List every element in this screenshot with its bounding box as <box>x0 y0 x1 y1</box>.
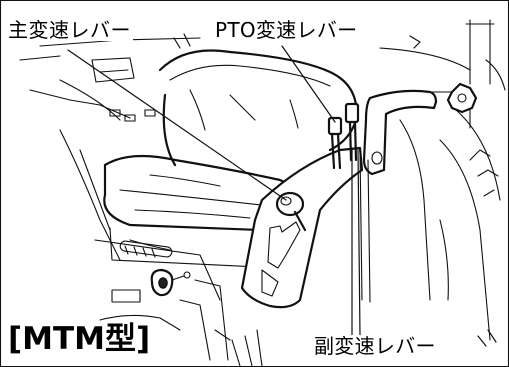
main-shift-lever-label: 主変速レバー <box>6 18 133 42</box>
pto-shift-lever-label: PTO変速レバー <box>213 18 360 42</box>
model-type-label: [MTM型] <box>5 324 154 355</box>
sub-shift-lever-label: 副変速レバー <box>312 334 438 358</box>
